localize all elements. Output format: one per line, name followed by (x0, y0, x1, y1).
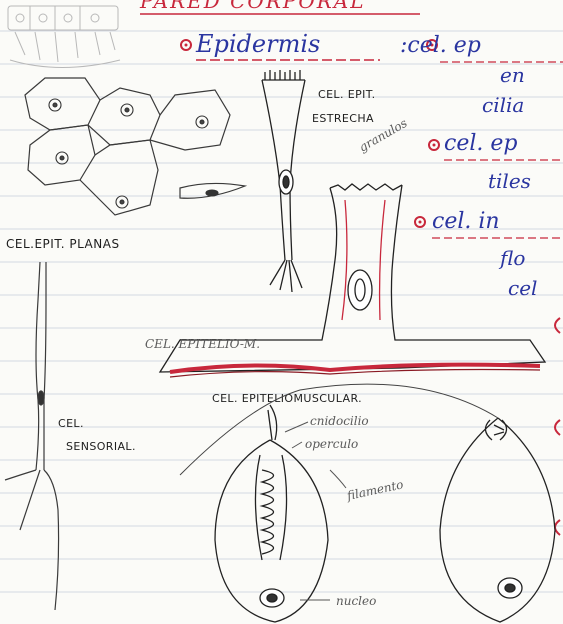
label-sensorial-1: CEL. (58, 417, 84, 430)
label-epitelio-m: CEL. EPITELIO-M. (145, 337, 260, 351)
faded-sketch (8, 6, 120, 68)
epidermis-heading: Epidermis :cel. ep en cilia cel. ep tile… (181, 30, 563, 300)
label-filamento: filamento (345, 477, 405, 503)
cel-ep-note: :cel. ep (400, 33, 481, 58)
en-note: en (500, 63, 525, 87)
label-epitelio-musc: CEL. EPITELIOMUSCULAR. (212, 392, 362, 405)
flo-note: flo (498, 246, 525, 270)
cel-in-note: cel. in (432, 209, 500, 234)
page-title: PARED CORPORAL (139, 0, 366, 13)
cel-ep2-note: cel. ep (444, 131, 517, 156)
sensory-cell-drawing (5, 262, 59, 610)
tiles-note: tiles (488, 169, 531, 193)
label-nucleo: nucleo (336, 594, 376, 608)
label-operculo: operculo (305, 437, 358, 451)
label-cnidocilio: cnidocilio (310, 414, 369, 428)
cilia-note: cilia (482, 93, 524, 117)
epidermis-label: Epidermis (195, 30, 320, 58)
cel-note: cel (508, 276, 537, 300)
ruled-lines (0, 31, 563, 592)
label-planas: CEL.EPIT. PLANAS (6, 237, 120, 251)
label-estrecha-2: ESTRECHA (312, 112, 374, 125)
narrow-cell-drawing (262, 70, 305, 292)
label-sensorial-2: SENSORIAL. (66, 440, 136, 453)
cell-nuclei (49, 99, 218, 208)
label-estrecha-1: CEL. EPIT. (318, 88, 376, 101)
cnidocyte-right-drawing (440, 418, 555, 622)
